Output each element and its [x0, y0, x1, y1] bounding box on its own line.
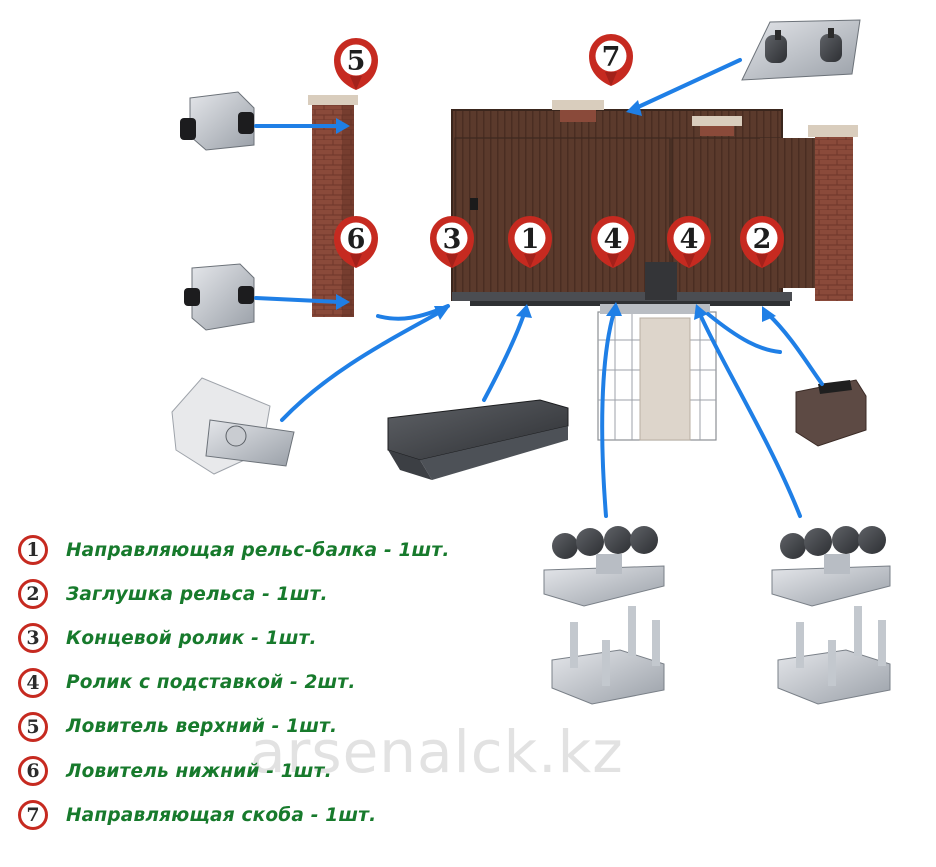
pin-3: 3 — [430, 216, 474, 268]
parts-legend: 1 Направляющая рельс-балка - 1шт. 2 Загл… — [18, 528, 578, 837]
svg-text:4: 4 — [680, 224, 699, 255]
legend-item-2: 2 Заглушка рельса - 1шт. — [18, 572, 578, 616]
svg-text:6: 6 — [347, 224, 366, 255]
legend-label: Ловитель нижний - 1шт. — [66, 760, 332, 782]
arrow-extra-right — [706, 312, 782, 354]
svg-text:4: 4 — [604, 224, 623, 255]
legend-item-6: 6 Ловитель нижний - 1шт. — [18, 749, 578, 793]
arrow-1 — [482, 312, 526, 402]
legend-number-badge: 3 — [18, 623, 48, 654]
pin-1: 1 — [508, 216, 552, 268]
legend-label: Заглушка рельса - 1шт. — [66, 583, 328, 605]
legend-number-badge: 4 — [18, 667, 48, 698]
watermark: arsenalck.kz — [250, 718, 624, 786]
svg-text:3: 3 — [443, 224, 462, 255]
legend-item-7: 7 Направляющая скоба - 1шт. — [18, 793, 578, 837]
gate-top-caps — [552, 100, 742, 136]
arrow-7 — [634, 58, 742, 110]
legend-item-1: 1 Направляющая рельс-балка - 1шт. — [18, 528, 578, 572]
legend-label: Направляющая рельс-балка - 1шт. — [66, 539, 450, 561]
svg-text:1: 1 — [521, 224, 540, 255]
pin-2: 2 — [740, 216, 784, 268]
pin-6: 6 — [334, 216, 378, 268]
arrow-3 — [280, 310, 442, 422]
legend-item-3: 3 Концевой ролик - 1шт. — [18, 616, 578, 660]
legend-number-badge: 2 — [18, 579, 48, 610]
arrow-4-right — [698, 312, 802, 518]
pin-7: 7 — [589, 34, 633, 86]
legend-label: Ловитель верхний - 1шт. — [66, 716, 338, 738]
rail-beam-image — [387, 399, 569, 480]
arrow-2 — [766, 312, 824, 386]
legend-item-5: 5 Ловитель верхний - 1шт. — [18, 705, 578, 749]
left-brick-pillar — [308, 95, 358, 317]
legend-number-badge: 1 — [18, 535, 48, 566]
pin-4-right: 4 — [667, 216, 711, 268]
right-fence-and-pillar — [760, 125, 858, 301]
end-roller-image — [171, 377, 295, 475]
rail-cap-image — [795, 379, 867, 447]
arrow-heads — [336, 100, 776, 322]
pointer-arrows — [254, 58, 824, 518]
upper-catcher-image — [180, 91, 255, 151]
roller-carriage-image-left — [543, 526, 665, 705]
legend-label: Концевой ролик - 1шт. — [66, 627, 317, 649]
arrow-6 — [254, 296, 342, 304]
legend-number-badge: 6 — [18, 756, 48, 787]
pin-4-left: 4 — [591, 216, 635, 268]
svg-text:7: 7 — [602, 42, 621, 73]
svg-text:2: 2 — [753, 224, 772, 255]
legend-label: Ролик с подставкой - 2шт. — [66, 672, 356, 694]
legend-number-badge: 7 — [18, 800, 48, 831]
legend-number-badge: 5 — [18, 711, 48, 742]
roller-carriage-image-right — [771, 526, 891, 705]
foundation-rebar-cage — [597, 262, 717, 441]
svg-text:5: 5 — [347, 46, 366, 77]
arrow-4-left — [600, 310, 616, 518]
legend-label: Направляющая скоба - 1шт. — [66, 804, 377, 826]
lower-catcher-image — [184, 263, 255, 331]
legend-item-4: 4 Ролик с подставкой - 2шт. — [18, 661, 578, 705]
sliding-gate — [451, 109, 792, 306]
guide-bracket-image — [741, 19, 861, 81]
pin-5: 5 — [334, 38, 378, 90]
